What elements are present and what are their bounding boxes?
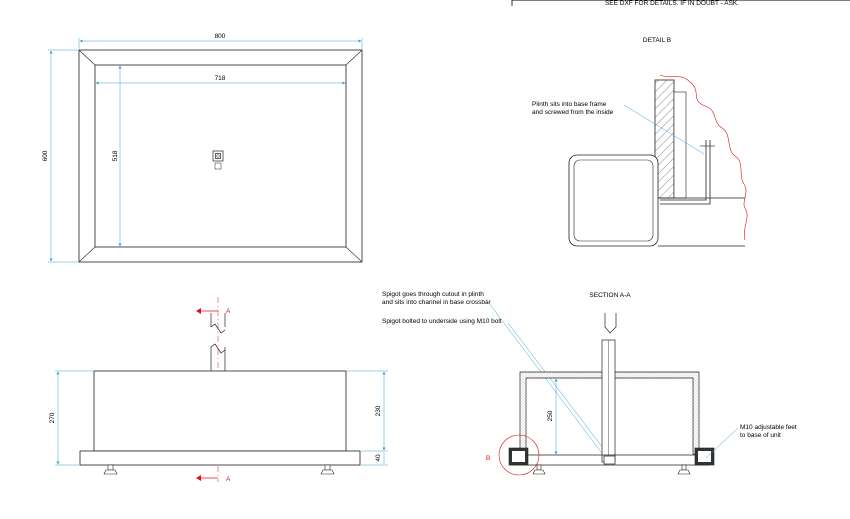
front-view: A A 270 230 — [49, 297, 388, 483]
detail-b-title: DETAIL B — [643, 37, 671, 44]
detail-b-view: DETAIL B Plinth sits into base frame and… — [532, 37, 748, 247]
spigot-note-line2: and sits into channel in base crossbar — [382, 299, 492, 306]
adjustable-feet-front — [103, 464, 335, 475]
dim-total-height: 270 — [49, 412, 56, 423]
plan-dimensions: 800 718 600 518 — [42, 33, 363, 263]
adjustable-feet-section — [532, 464, 691, 475]
detail-b-callout-circle — [498, 434, 540, 476]
plan-view: 800 718 600 518 — [42, 33, 363, 263]
dim-base-height: 40 — [375, 454, 382, 462]
section-aa-title: SECTION A-A — [589, 292, 631, 299]
section-marker-bottom: A — [226, 476, 231, 483]
spigot-plan-symbol — [212, 150, 224, 170]
detail-b-note-line2: and screwed from the inside — [532, 109, 614, 116]
dim-inner-height: 518 — [112, 150, 119, 161]
detail-b-note-line1: Plinth sits into base frame — [532, 101, 607, 108]
section-aa-view: SECTION A-A Spigot goes through cutout i… — [382, 291, 797, 476]
dim-outer-height: 600 — [42, 150, 49, 161]
dim-outer-width: 800 — [215, 33, 226, 40]
detail-b-callout-label: B — [486, 455, 490, 462]
dim-plinth-height: 230 — [375, 405, 382, 416]
feet-note-line2: to base of unit — [740, 432, 781, 439]
feet-note-line1: M10 adjustable feet — [740, 424, 797, 431]
detail-break-line — [659, 74, 748, 241]
title-block-banner: SEE DXF FOR DETAILS. IF IN DOUBT - ASK. — [511, 0, 850, 7]
dim-section-inner-height: 250 — [547, 410, 554, 421]
spigot-note-line1: Spigot goes through cutout in plinth — [382, 291, 484, 298]
section-marker-top: A — [226, 308, 231, 315]
dim-inner-width: 718 — [215, 75, 226, 82]
front-dimensions: 270 230 40 — [49, 370, 388, 466]
banner-text: SEE DXF FOR DETAILS. IF IN DOUBT - ASK. — [605, 0, 739, 7]
spigot-note-bolt: Spigot bolted to underside using M10 bol… — [382, 318, 502, 325]
